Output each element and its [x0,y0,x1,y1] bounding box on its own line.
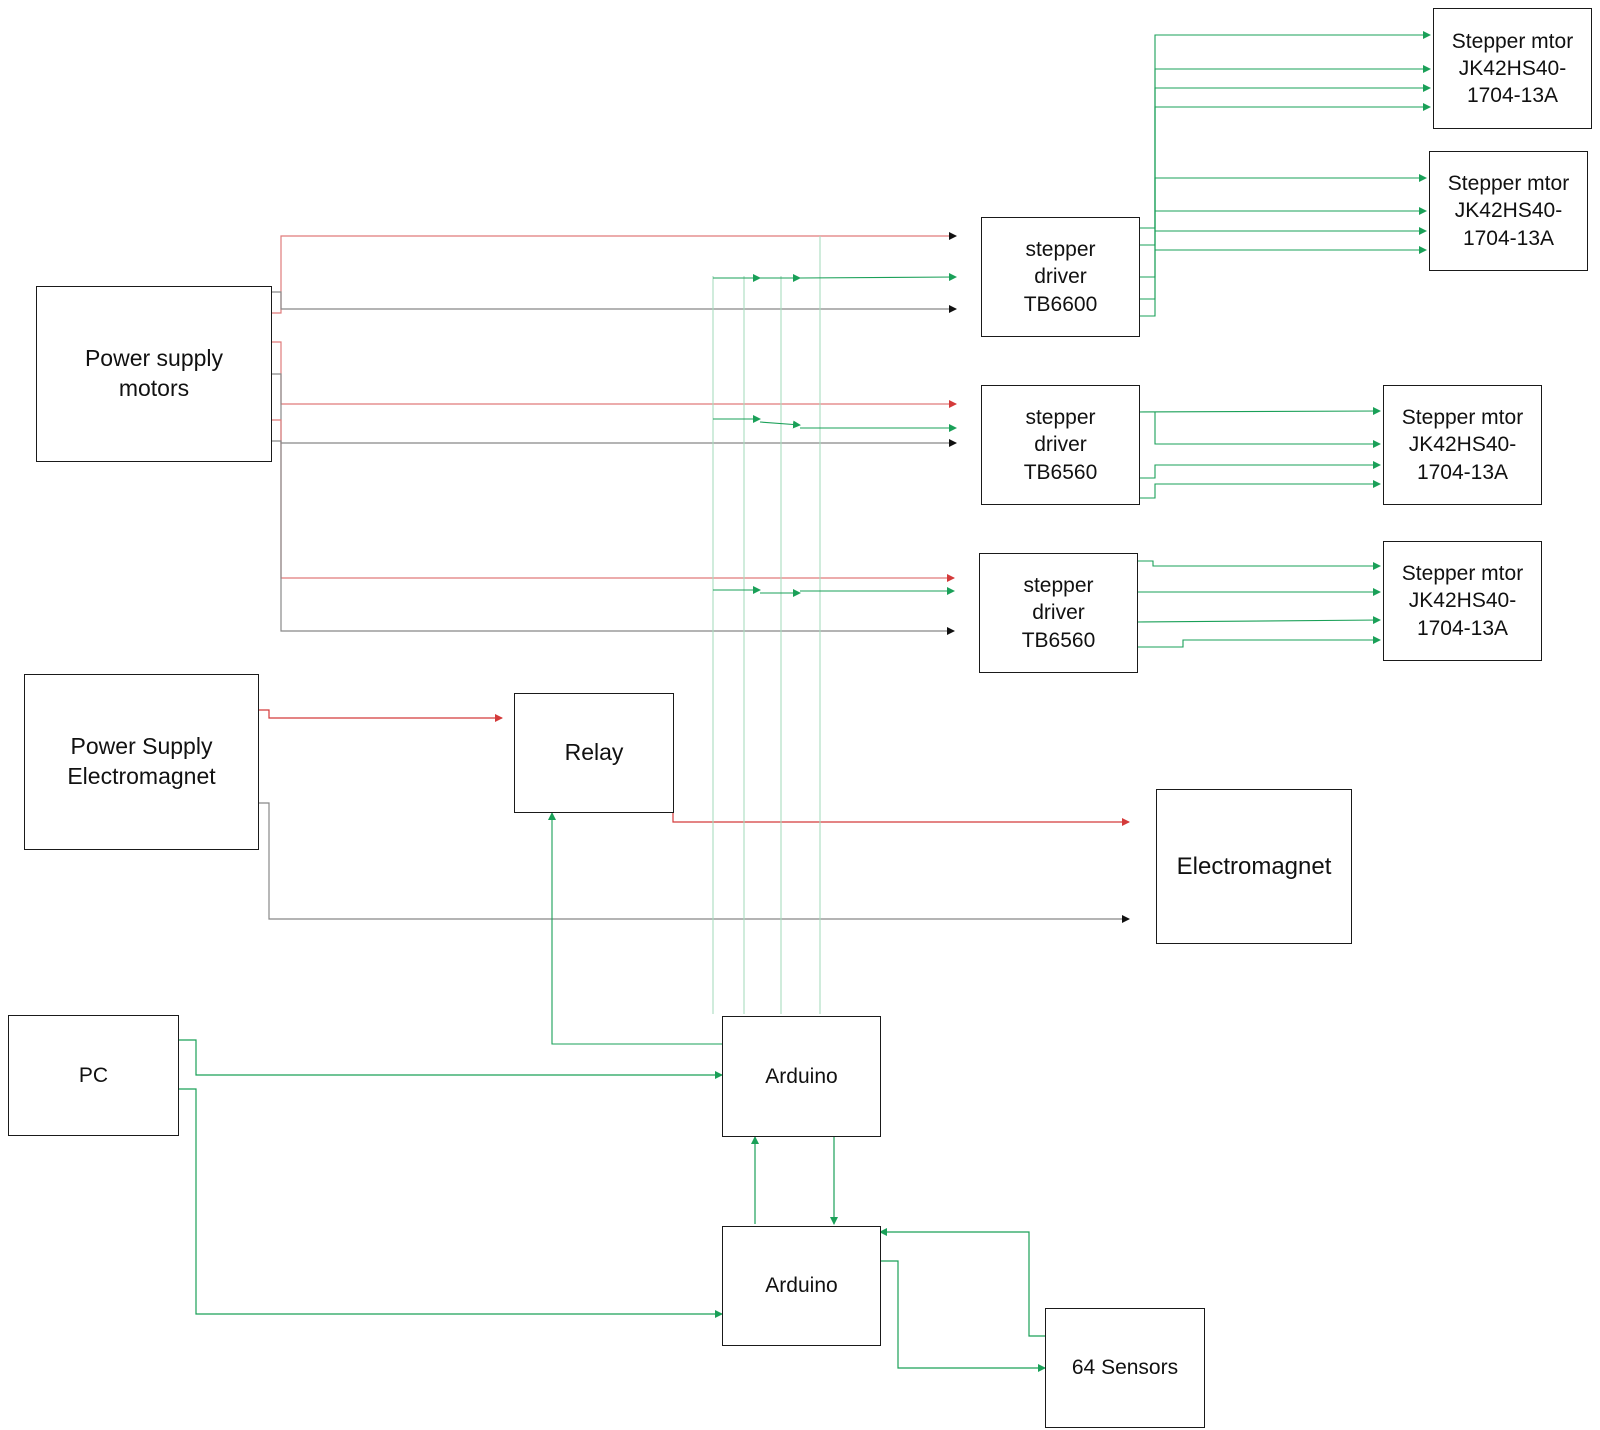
relay-block: Relay [514,693,674,813]
driver-3-label-1: stepper [1023,574,1094,598]
motor-4-label-2: JK42HS40- [1408,589,1517,613]
wire-sensors-to-arduino [879,1228,1045,1337]
motor-1-label-3: 1704-13A [1466,84,1559,108]
stepper-motor-4-block: Stepper mtor JK42HS40- 1704-13A [1383,541,1542,661]
motor-3-label-2: JK42HS40- [1408,433,1517,457]
sensors-label: 64 Sensors [1071,1356,1179,1380]
motor-4-label-3: 1704-13A [1416,616,1509,640]
power-supply-electromagnet-block: Power Supply Electromagnet [24,674,259,850]
driver-2-label-3: TB6560 [1023,460,1098,484]
motor-3-label-3: 1704-13A [1416,460,1509,484]
arduino-main-block: Arduino [722,1016,881,1137]
wire-psu-driver2-positive [264,341,957,408]
stepper-driver-tb6600-block: stepper driver TB6600 [981,217,1140,337]
power-supply-electromagnet-label-2: Electromagnet [67,763,216,789]
stepper-driver-tb6560-1-block: stepper driver TB6560 [981,385,1140,505]
motor-3-label-1: Stepper mtor [1401,406,1524,430]
wire-arduino-relay [548,812,722,1045]
power-supply-electromagnet-label-1: Power Supply [70,733,213,760]
electromagnet-block: Electromagnet [1156,789,1352,944]
driver-1-label-1: stepper [1025,238,1096,262]
power-supply-motors-block: Power supply motors [36,286,272,462]
arduino-main-label: Arduino [765,1064,838,1088]
pc-block: PC [8,1015,179,1136]
motor-4-label-1: Stepper mtor [1401,562,1524,586]
wire-psu-driver2-ground [264,373,957,447]
wire-psu-electromagnet-ground [252,802,1130,923]
driver-3-label-3: TB6560 [1021,628,1096,652]
driver-1-label-2: driver [1034,265,1087,289]
arduino-sensors-block: Arduino [722,1226,881,1346]
relay-label: Relay [564,739,624,766]
control-lines [179,1039,1046,1372]
electromagnet-label: Electromagnet [1176,852,1332,880]
wire-pc-arduino-sensors [179,1088,723,1318]
electromagnet-power-lines [252,709,1130,923]
driver-1-label-3: TB6600 [1023,292,1098,316]
stepper-motor-2-block: Stepper mtor JK42HS40- 1704-13A [1429,151,1588,271]
power-supply-motors-label-2: motors [118,375,190,401]
power-supply-motors-label-1: Power supply [84,345,224,372]
wire-psu-driver3-ground [264,440,955,635]
wire-psu-driver1-positive [264,232,957,314]
stepper-motor-1-block: Stepper mtor JK42HS40- 1704-13A [1433,8,1592,129]
wire-relay-electromagnet [657,716,1130,826]
arduino-sensors-label: Arduino [765,1274,838,1298]
wire-psu-driver1-ground [264,291,957,313]
driver-2-label-2: driver [1034,433,1087,457]
driver-2-label-1: stepper [1025,406,1096,430]
sensors-block: 64 Sensors [1045,1308,1205,1428]
wire-arduino-to-sensors [880,1260,1046,1372]
wire-pc-arduino-main [179,1039,723,1079]
arduino-signal-bus [548,236,957,1045]
pc-label: PC [78,1063,109,1087]
motor-2-label-3: 1704-13A [1462,226,1555,250]
wire-psu-driver3-positive [264,419,955,582]
motor-power-lines [264,232,957,635]
motor-1-label-2: JK42HS40- [1458,56,1567,80]
motor-2-label-2: JK42HS40- [1454,199,1563,223]
wire-psu-relay-positive [252,709,503,722]
driver-3-label-2: driver [1032,601,1085,625]
motor-2-label-1: Stepper mtor [1447,172,1570,196]
stepper-driver-tb6560-2-block: stepper driver TB6560 [979,553,1138,673]
driver-motor-lines [1135,31,1431,648]
motor-1-label-1: Stepper mtor [1451,29,1574,53]
stepper-motor-3-block: Stepper mtor JK42HS40- 1704-13A [1383,385,1542,505]
